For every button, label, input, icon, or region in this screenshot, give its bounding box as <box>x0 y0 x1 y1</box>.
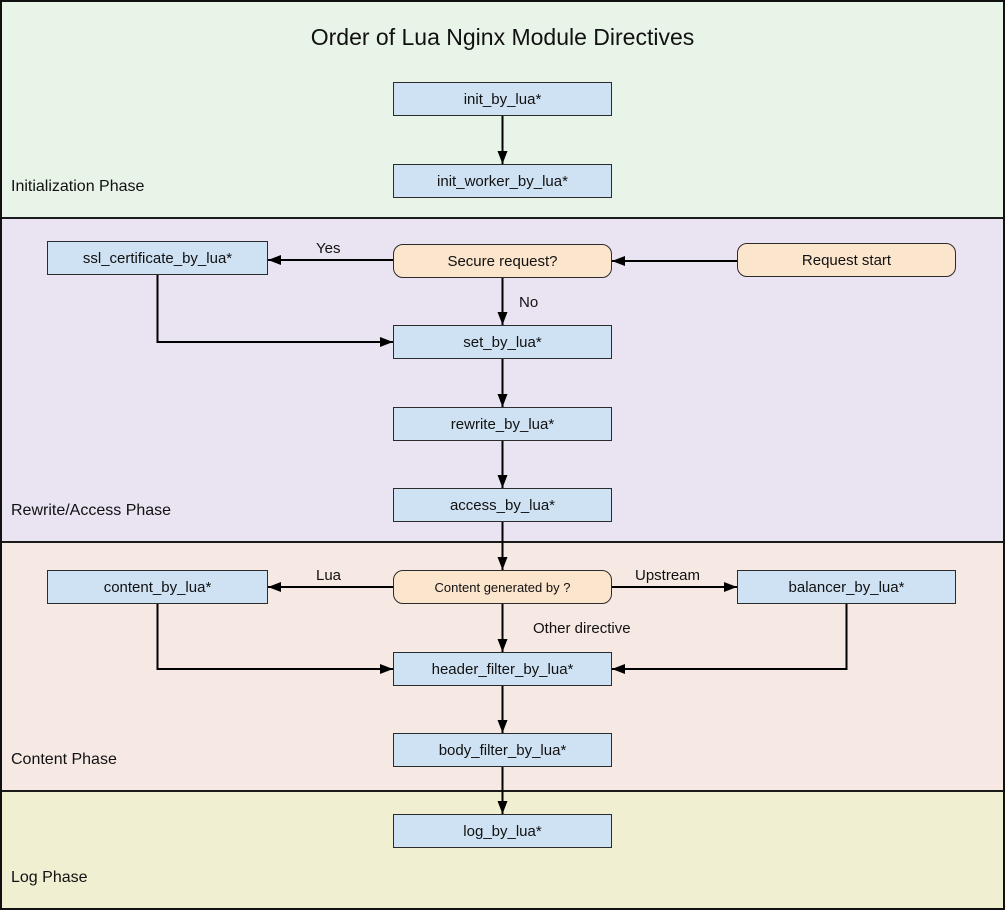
node-secure-request: Secure request? <box>393 244 612 278</box>
node-log-by-lua: log_by_lua* <box>393 814 612 848</box>
node-init-worker-by-lua: init_worker_by_lua* <box>393 164 612 198</box>
node-rewrite-by-lua: rewrite_by_lua* <box>393 407 612 441</box>
arrow-content-to-header-filter <box>156 604 393 674</box>
node-access-by-lua: access_by_lua* <box>393 488 612 522</box>
edge-label-lua: Lua <box>316 567 342 584</box>
node-ssl-certificate-by-lua: ssl_certificate_by_lua* <box>47 241 268 275</box>
node-header-filter-by-lua: header_filter_by_lua* <box>393 652 612 686</box>
edge-label-no: No <box>519 294 539 311</box>
phase-label-content: Content Phase <box>11 751 117 768</box>
arrow-ssl-certificate-to-set <box>156 275 393 347</box>
node-set-by-lua: set_by_lua* <box>393 325 612 359</box>
edge-label-yes: Yes <box>316 240 341 257</box>
arrow-balancer-to-header-filter <box>612 604 848 674</box>
node-content-generated-by: Content generated by ? <box>393 570 612 604</box>
node-request-start: Request start <box>737 243 956 277</box>
phase-label-initialization: Initialization Phase <box>11 178 145 195</box>
node-balancer-by-lua: balancer_by_lua* <box>737 570 956 604</box>
edge-label-upstream: Upstream <box>635 567 701 584</box>
node-init-by-lua: init_by_lua* <box>393 82 612 116</box>
node-content-by-lua: content_by_lua* <box>47 570 268 604</box>
phase-label-rewrite-access: Rewrite/Access Phase <box>11 502 172 519</box>
node-body-filter-by-lua: body_filter_by_lua* <box>393 733 612 767</box>
phase-label-log: Log Phase <box>11 869 88 886</box>
diagram-title: Order of Lua Nginx Module Directives <box>310 24 695 50</box>
edge-label-other-directive: Other directive <box>533 620 631 637</box>
